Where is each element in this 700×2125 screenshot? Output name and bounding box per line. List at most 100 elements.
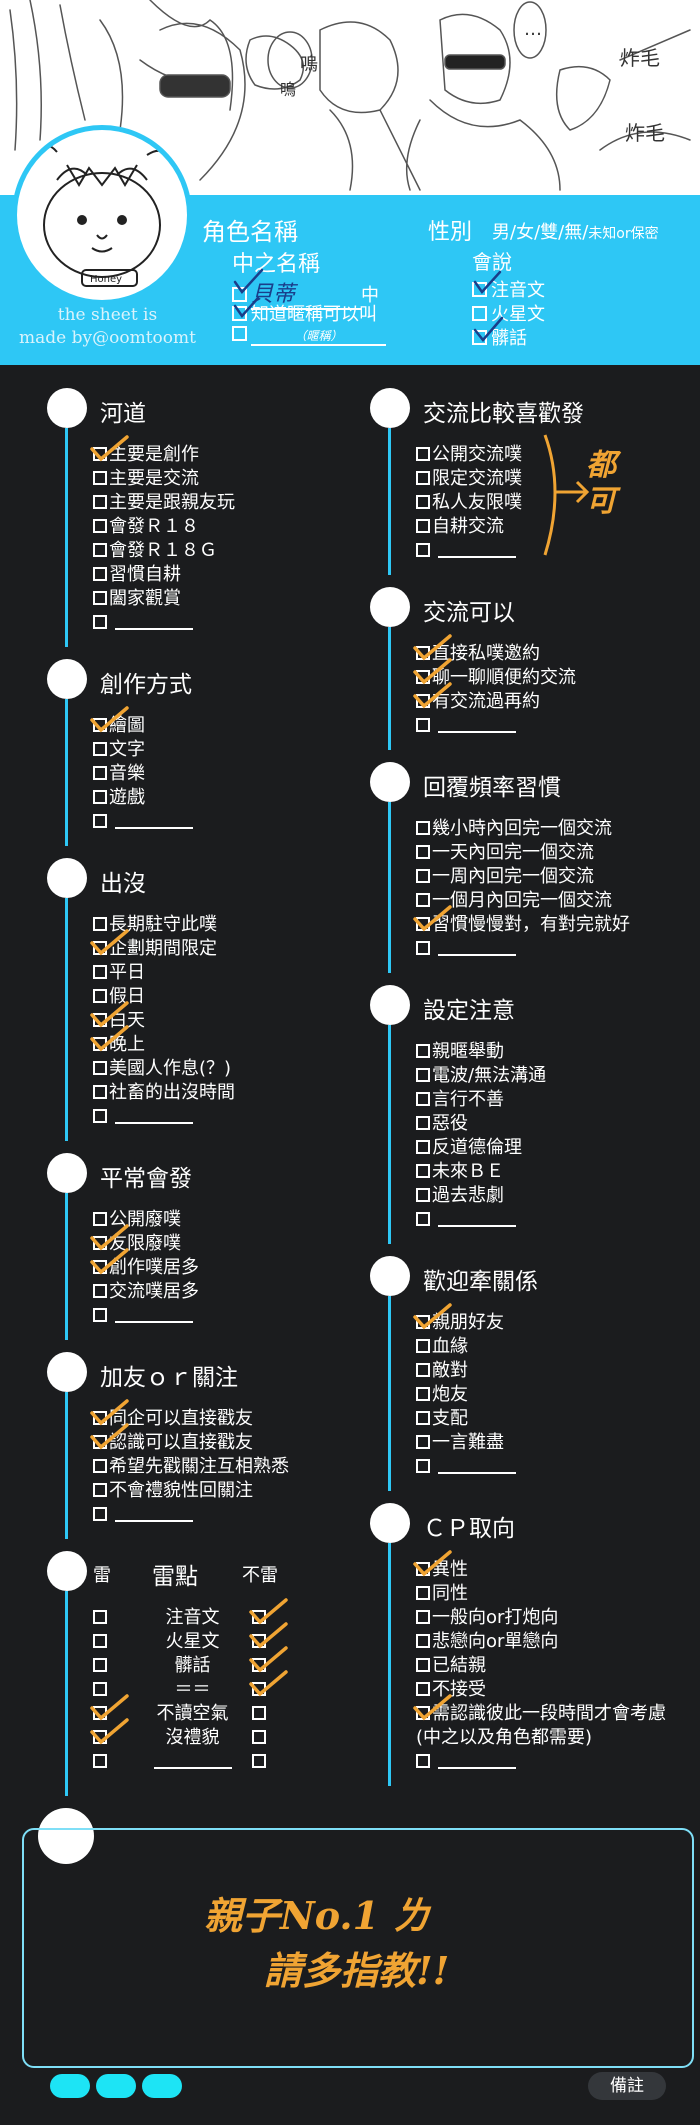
checklist-item[interactable] [93, 1107, 193, 1127]
checkbox[interactable] [416, 1706, 430, 1720]
checkbox[interactable] [416, 1634, 430, 1648]
memo-box[interactable]: 親子No.1 ㄌ 請多指教!! [22, 1828, 694, 2068]
checkbox[interactable] [93, 1013, 107, 1027]
checkbox[interactable] [93, 965, 107, 979]
checklist-item[interactable]: 敵對 [416, 1361, 468, 1381]
checklist-item[interactable]: 同企可以直接戳友 [93, 1409, 253, 1429]
checklist-item[interactable]: 社畜的出沒時間 [93, 1083, 235, 1103]
checkbox[interactable] [416, 893, 430, 907]
checkbox[interactable] [416, 821, 430, 835]
checklist-item[interactable]: 自耕交流 [416, 517, 504, 537]
checklist-item[interactable]: 一般向or打炮向 [416, 1608, 558, 1628]
checklist-item[interactable]: 遊戲 [93, 788, 145, 808]
checklist-item[interactable]: 友限廢噗 [93, 1234, 181, 1254]
checkbox[interactable] [416, 718, 430, 732]
checklist-item[interactable]: 親暱舉動 [416, 1042, 504, 1062]
checkbox[interactable] [93, 718, 107, 732]
note-tab[interactable]: 備註 [588, 2072, 666, 2100]
checkbox[interactable] [93, 447, 107, 461]
checklist-item[interactable]: 公開交流噗 [416, 445, 522, 465]
checklist-item[interactable]: (中之以及角色都需要) [416, 1728, 592, 1748]
checkbox[interactable] [416, 869, 430, 883]
checklist-item[interactable]: 不接受 [416, 1680, 486, 1700]
checkbox[interactable] [416, 1140, 430, 1154]
checkbox[interactable] [93, 1236, 107, 1250]
checkbox[interactable] [93, 1507, 107, 1521]
checklist-item[interactable]: 私人友限噗 [416, 493, 522, 513]
mine-checkbox[interactable] [93, 1752, 109, 1772]
checklist-item[interactable] [416, 716, 516, 736]
not-mine-checkbox[interactable] [252, 1680, 268, 1700]
checklist-item[interactable]: 會發Ｒ１８ [93, 517, 199, 537]
checkbox[interactable] [416, 1068, 430, 1082]
checkbox[interactable] [93, 1037, 107, 1051]
checkbox[interactable] [93, 543, 107, 557]
checkbox[interactable] [416, 1116, 430, 1130]
checkbox[interactable] [416, 845, 430, 859]
checkbox[interactable] [93, 790, 107, 804]
checkbox[interactable] [416, 1363, 430, 1377]
checklist-item[interactable]: 親朋好友 [416, 1313, 504, 1333]
checkbox[interactable] [93, 742, 107, 756]
checklist-item[interactable]: 一言難盡 [416, 1433, 504, 1453]
checklist-item[interactable]: 惡役 [416, 1114, 468, 1134]
mine-checkbox[interactable] [93, 1656, 109, 1676]
checkbox[interactable] [416, 1754, 430, 1768]
mine-checkbox[interactable] [93, 1704, 109, 1724]
checklist-item[interactable]: 悲戀向or單戀向 [416, 1632, 558, 1652]
checklist-item[interactable]: 言行不善 [416, 1090, 504, 1110]
checkbox[interactable] [93, 941, 107, 955]
checklist-item[interactable]: 需認識彼此一段時間才會考慮 [416, 1704, 666, 1724]
checkbox[interactable] [93, 1435, 107, 1449]
checkbox[interactable] [93, 567, 107, 581]
checkbox[interactable] [416, 646, 430, 660]
checklist-item[interactable]: 長期駐守此噗 [93, 915, 217, 935]
checklist-item[interactable] [416, 1210, 516, 1230]
checklist-item[interactable]: 過去悲劇 [416, 1186, 504, 1206]
checklist-item[interactable]: 創作噗居多 [93, 1258, 199, 1278]
checkbox[interactable] [93, 989, 107, 1003]
speak-option-2[interactable]: 火星文 [472, 300, 545, 326]
checklist-item[interactable] [93, 1306, 193, 1326]
pill-1[interactable] [50, 2074, 90, 2098]
not-mine-checkbox[interactable] [252, 1608, 268, 1628]
checkbox[interactable] [416, 1682, 430, 1696]
mine-checkbox[interactable] [93, 1608, 109, 1628]
checkbox[interactable] [93, 766, 107, 780]
checklist-item[interactable]: 一個月內回完一個交流 [416, 891, 612, 911]
pill-2[interactable] [96, 2074, 136, 2098]
checklist-item[interactable]: 一天內回完一個交流 [416, 843, 594, 863]
checklist-item[interactable]: 交流噗居多 [93, 1282, 199, 1302]
gender-options[interactable]: 男/女/雙/無/未知or保密 [492, 218, 659, 244]
mine-checkbox[interactable] [93, 1632, 109, 1652]
checklist-item[interactable]: 主要是創作 [93, 445, 199, 465]
checklist-item[interactable]: 反道德倫理 [416, 1138, 522, 1158]
checkbox[interactable] [93, 1459, 107, 1473]
chinese-name-option-1[interactable]: 貝蒂中 [232, 276, 379, 310]
checklist-item[interactable]: 主要是交流 [93, 469, 199, 489]
checklist-item[interactable]: 習慣自耕 [93, 565, 181, 585]
checkbox[interactable] [416, 1586, 430, 1600]
checkbox[interactable] [93, 495, 107, 509]
checkbox[interactable] [416, 447, 430, 461]
checkbox[interactable] [93, 1411, 107, 1425]
checkbox[interactable] [416, 1212, 430, 1226]
checkbox[interactable] [93, 1061, 107, 1075]
checkbox[interactable] [93, 814, 107, 828]
checkbox[interactable] [93, 1308, 107, 1322]
checkbox[interactable] [416, 519, 430, 533]
checklist-item[interactable]: 電波/無法溝通 [416, 1066, 546, 1086]
checklist-item[interactable]: 白天 [93, 1011, 145, 1031]
checklist-item[interactable]: 繪圖 [93, 716, 145, 736]
checklist-item[interactable]: 聊一聊順便約交流 [416, 668, 576, 688]
checklist-item[interactable]: 平日 [93, 963, 145, 983]
mine-checkbox[interactable] [93, 1680, 109, 1700]
checkbox[interactable] [416, 1658, 430, 1672]
checkbox[interactable] [416, 1562, 430, 1576]
checkbox[interactable] [93, 917, 107, 931]
checklist-item[interactable]: 不會禮貌性回關注 [93, 1481, 253, 1501]
checkbox[interactable] [416, 1044, 430, 1058]
checklist-item[interactable]: 已結親 [416, 1656, 486, 1676]
checklist-item[interactable]: 認識可以直接戳友 [93, 1433, 253, 1453]
checklist-item[interactable]: 幾小時內回完一個交流 [416, 819, 612, 839]
